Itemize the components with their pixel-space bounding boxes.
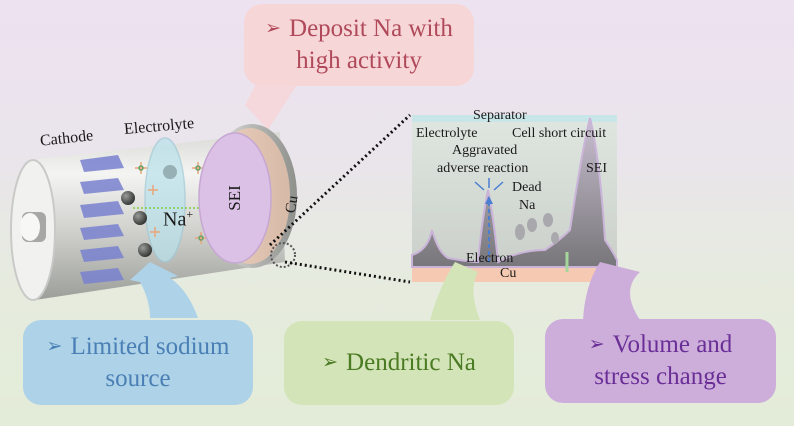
reaction-arrow xyxy=(493,181,504,191)
callout-dendritic-na: ➢Dendritic Na xyxy=(284,321,514,405)
right-callout-tail xyxy=(583,262,640,320)
aggravated-label: Aggravated xyxy=(452,143,518,158)
na-ion xyxy=(133,211,147,225)
electron-label: Electron xyxy=(466,251,514,266)
dead-label: Dead xyxy=(512,180,542,195)
bullet-arrow-icon: ➢ xyxy=(588,334,605,355)
anion-symbols xyxy=(135,162,207,244)
short-circuit-label: Cell short circuit xyxy=(512,126,607,141)
callout-volume-stress: ➢Volume and stress change xyxy=(545,319,776,403)
dead-na-label: Na xyxy=(519,198,536,213)
zoom-electrolyte-label: Electrolyte xyxy=(416,126,478,141)
bullet-arrow-icon: ➢ xyxy=(265,18,282,39)
cu-label: Cu xyxy=(282,194,302,215)
cathode-layers xyxy=(80,155,124,284)
sei-disk xyxy=(198,132,272,264)
electrolyte-membrane xyxy=(144,137,186,263)
zoom-cu-label: Cu xyxy=(500,266,517,281)
zoom-line-top xyxy=(268,113,412,247)
separator-layer xyxy=(412,115,617,122)
na-ion xyxy=(163,165,177,179)
bullet-arrow-icon: ➢ xyxy=(322,352,339,373)
battery-cylinder xyxy=(10,124,297,301)
zoom-circle xyxy=(270,242,296,268)
callout-limited-sodium: ➢Limited sodium source xyxy=(23,320,253,405)
zoom-line-bottom xyxy=(284,260,411,284)
middle-callout-tail xyxy=(430,262,480,320)
na-dendrites xyxy=(411,117,618,268)
callout-high-activity: ➢Deposit Na with high activity xyxy=(244,4,474,86)
sei-label: SEI xyxy=(224,185,244,211)
bullet-arrow-icon: ➢ xyxy=(46,335,63,357)
na-ion xyxy=(138,243,152,257)
left-callout-tail xyxy=(130,262,198,318)
reaction-arrow xyxy=(474,181,485,191)
na-ion-label: Na+ xyxy=(163,207,194,231)
dead-na-particles xyxy=(515,213,559,244)
separator-label: Separator xyxy=(473,108,527,123)
top-callout-tail xyxy=(245,80,300,130)
na-ion xyxy=(121,191,135,205)
adverse-reaction-label: adverse reaction xyxy=(437,161,529,176)
zoom-sei-label: SEI xyxy=(586,161,607,176)
